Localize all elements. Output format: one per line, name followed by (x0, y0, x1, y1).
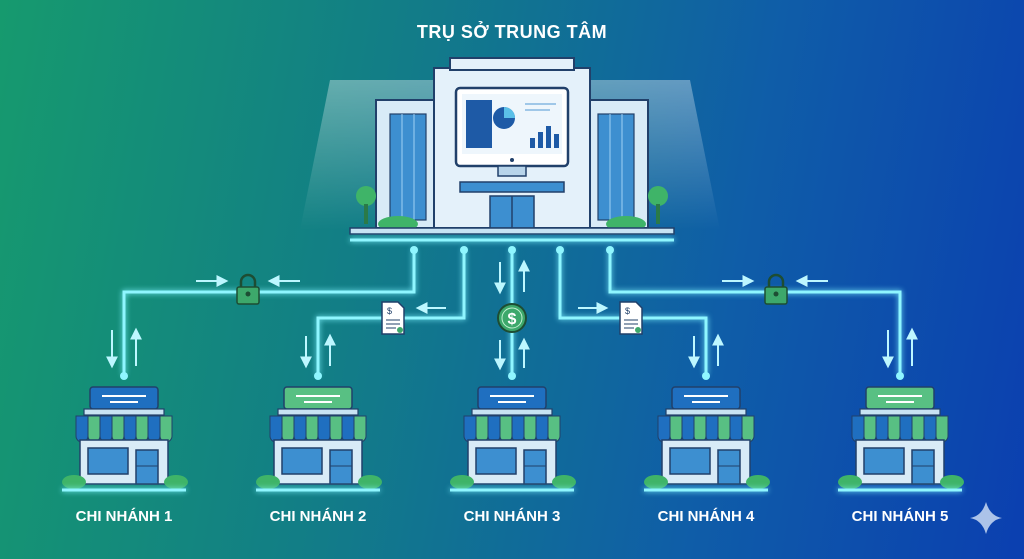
store-window (475, 447, 517, 475)
store-door (135, 449, 159, 485)
branch-label-3: CHI NHÁNH 3 (463, 508, 561, 525)
branch-store-3 (450, 386, 576, 492)
store-window (281, 447, 323, 475)
document-icon: $ (619, 301, 643, 335)
svg-text:$: $ (387, 306, 392, 316)
branch-store-4 (644, 386, 770, 492)
svg-text:$: $ (625, 306, 630, 316)
store-door (717, 449, 741, 485)
store-awning (75, 415, 173, 443)
store-awning (269, 415, 367, 443)
store-door (911, 449, 935, 485)
store-window (669, 447, 711, 475)
branch-label-1: CHI NHÁNH 1 (75, 508, 173, 525)
store-window (863, 447, 905, 475)
connector-branch-1 (122, 248, 416, 375)
connector-branch-5 (608, 248, 902, 375)
store-sign (89, 386, 159, 410)
dollar-coin-icon: $ (497, 303, 527, 333)
lock-icon (764, 273, 788, 305)
store-awning (463, 415, 561, 443)
store-sign (477, 386, 547, 410)
store-sign (283, 386, 353, 410)
branch-store-2 (256, 386, 382, 492)
flow-arrows (106, 259, 918, 371)
headquarters-building (349, 57, 675, 235)
branch-label-2: CHI NHÁNH 2 (269, 508, 367, 525)
headquarters-title: TRỤ SỞ TRUNG TÂM (416, 22, 608, 42)
lock-icon (236, 273, 260, 305)
connector-nodes (120, 246, 904, 380)
branch-label-4: CHI NHÁNH 4 (657, 508, 755, 525)
store-sign (671, 386, 741, 410)
branch-store-1 (62, 386, 188, 492)
store-sign (865, 386, 935, 410)
document-icon: $ (381, 301, 405, 335)
branch-label-5: CHI NHÁNH 5 (851, 508, 949, 525)
branch-store-5 (838, 386, 964, 492)
svg-text:$: $ (508, 311, 517, 328)
store-window (87, 447, 129, 475)
store-door (329, 449, 353, 485)
sparkle-icon (970, 502, 1002, 534)
store-awning (657, 415, 755, 443)
store-door (523, 449, 547, 485)
store-awning (851, 415, 949, 443)
